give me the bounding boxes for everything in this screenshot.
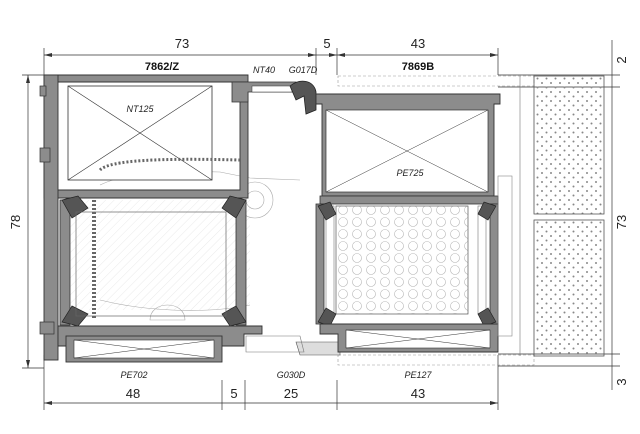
label-pe702: PE702 bbox=[120, 370, 147, 380]
infill-panel bbox=[337, 75, 605, 366]
label-g017d: G017D bbox=[289, 65, 318, 75]
dimension-arrows bbox=[26, 53, 498, 405]
dim-bottom-5: 5 bbox=[230, 386, 237, 401]
dim-right-3: 3 bbox=[614, 378, 629, 385]
dim-top-5: 5 bbox=[323, 36, 330, 51]
label-g030d: G030D bbox=[277, 370, 306, 380]
right-profile bbox=[315, 93, 513, 353]
middle-profile bbox=[231, 80, 341, 356]
dim-right-73: 73 bbox=[614, 215, 629, 229]
dim-right-2: 2 bbox=[614, 56, 629, 63]
right-profile-code: 7869B bbox=[402, 61, 434, 73]
label-nt40: NT40 bbox=[253, 65, 275, 75]
left-profile-code: 7862/Z bbox=[145, 61, 180, 73]
background-geometry bbox=[60, 171, 301, 321]
dim-left-78: 78 bbox=[8, 215, 23, 229]
dim-bottom-43: 43 bbox=[411, 386, 425, 401]
label-pe725: PE725 bbox=[396, 168, 424, 178]
dim-top-73: 73 bbox=[175, 36, 189, 51]
dim-top-43: 43 bbox=[411, 36, 425, 51]
label-pe127: PE127 bbox=[404, 370, 432, 380]
dim-bottom-48: 48 bbox=[126, 386, 140, 401]
dim-bottom-25: 25 bbox=[284, 386, 298, 401]
label-nt125: NT125 bbox=[126, 104, 154, 114]
left-profile bbox=[39, 74, 263, 363]
